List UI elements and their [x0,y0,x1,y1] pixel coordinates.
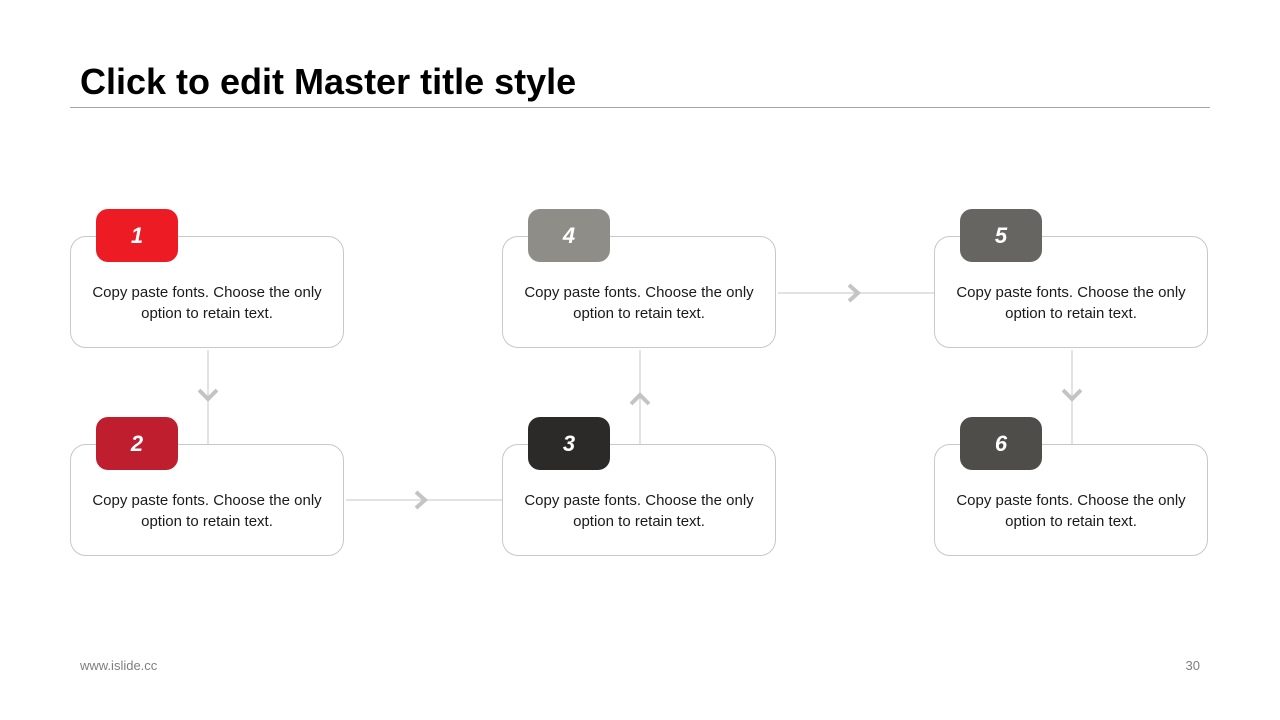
step-number: 3 [562,430,576,456]
step-text: Copy paste fonts. Choose the only option… [956,284,1186,322]
step-text: Copy paste fonts. Choose the only option… [956,492,1186,530]
step-badge-1: 1 [96,209,178,262]
step-badge-4: 4 [528,209,610,262]
step-number: 5 [994,222,1008,248]
slide-title: Click to edit Master title style [80,61,577,102]
step-number: 4 [562,222,576,248]
connector-3-4 [629,350,651,444]
chevron-down-icon [197,388,219,402]
step-number: 6 [994,430,1008,456]
step-text: Copy paste fonts. Choose the only option… [524,492,754,530]
title-divider [70,107,1210,108]
page-number: 30 [1185,658,1200,673]
connector-5-6 [1061,350,1083,444]
step-badge-3: 3 [528,417,610,470]
step-text: Copy paste fonts. Choose the only option… [92,492,322,530]
step-number: 1 [130,222,144,248]
connector-1-2 [197,350,219,444]
step-text: Copy paste fonts. Choose the only option… [92,284,322,322]
connector-2-3 [346,490,502,510]
step-badge-6: 6 [960,417,1042,470]
step-badge-2: 2 [96,417,178,470]
step-number: 2 [130,430,144,456]
step-badge-5: 5 [960,209,1042,262]
footer-url: www.islide.cc [80,658,158,673]
connector-4-5 [778,283,934,303]
step-text: Copy paste fonts. Choose the only option… [524,284,754,322]
chevron-down-icon [1061,388,1083,402]
chevron-up-icon [629,392,651,406]
chevron-right-icon [414,490,429,510]
step-card-5: Copy paste fonts. Choose the only option… [934,236,1208,348]
chevron-right-icon [847,283,862,303]
